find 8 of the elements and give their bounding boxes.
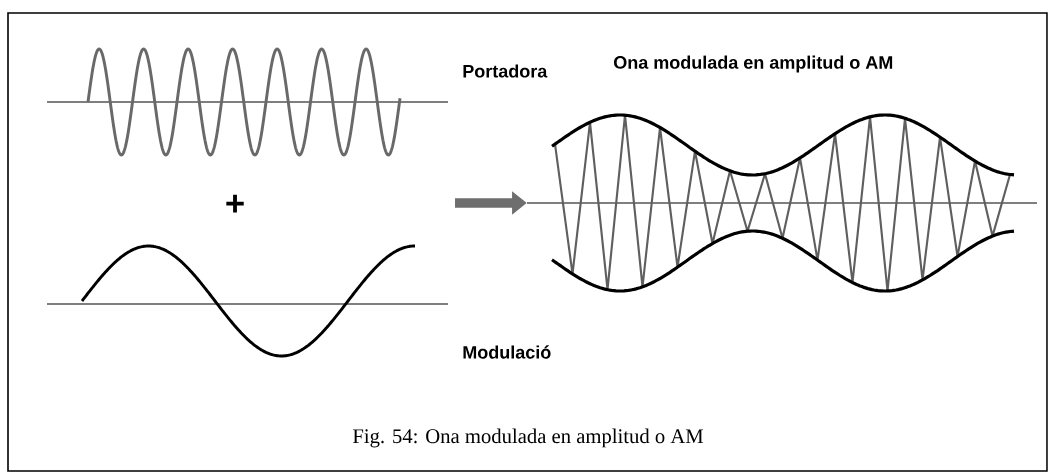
wave-label: Ona modulada en amplitud o AM xyxy=(614,55,893,73)
wave-label: Modulació xyxy=(463,345,551,359)
carrier-wave-drawing xyxy=(46,47,449,157)
am-wave-drawing xyxy=(526,113,1038,293)
wave-label: Portadora xyxy=(463,64,548,78)
plus-sign: + xyxy=(226,194,244,213)
modulating-wave-drawing xyxy=(46,244,449,358)
caption: Fig. 54: Ona modulada en amplitud o AM xyxy=(352,428,704,448)
